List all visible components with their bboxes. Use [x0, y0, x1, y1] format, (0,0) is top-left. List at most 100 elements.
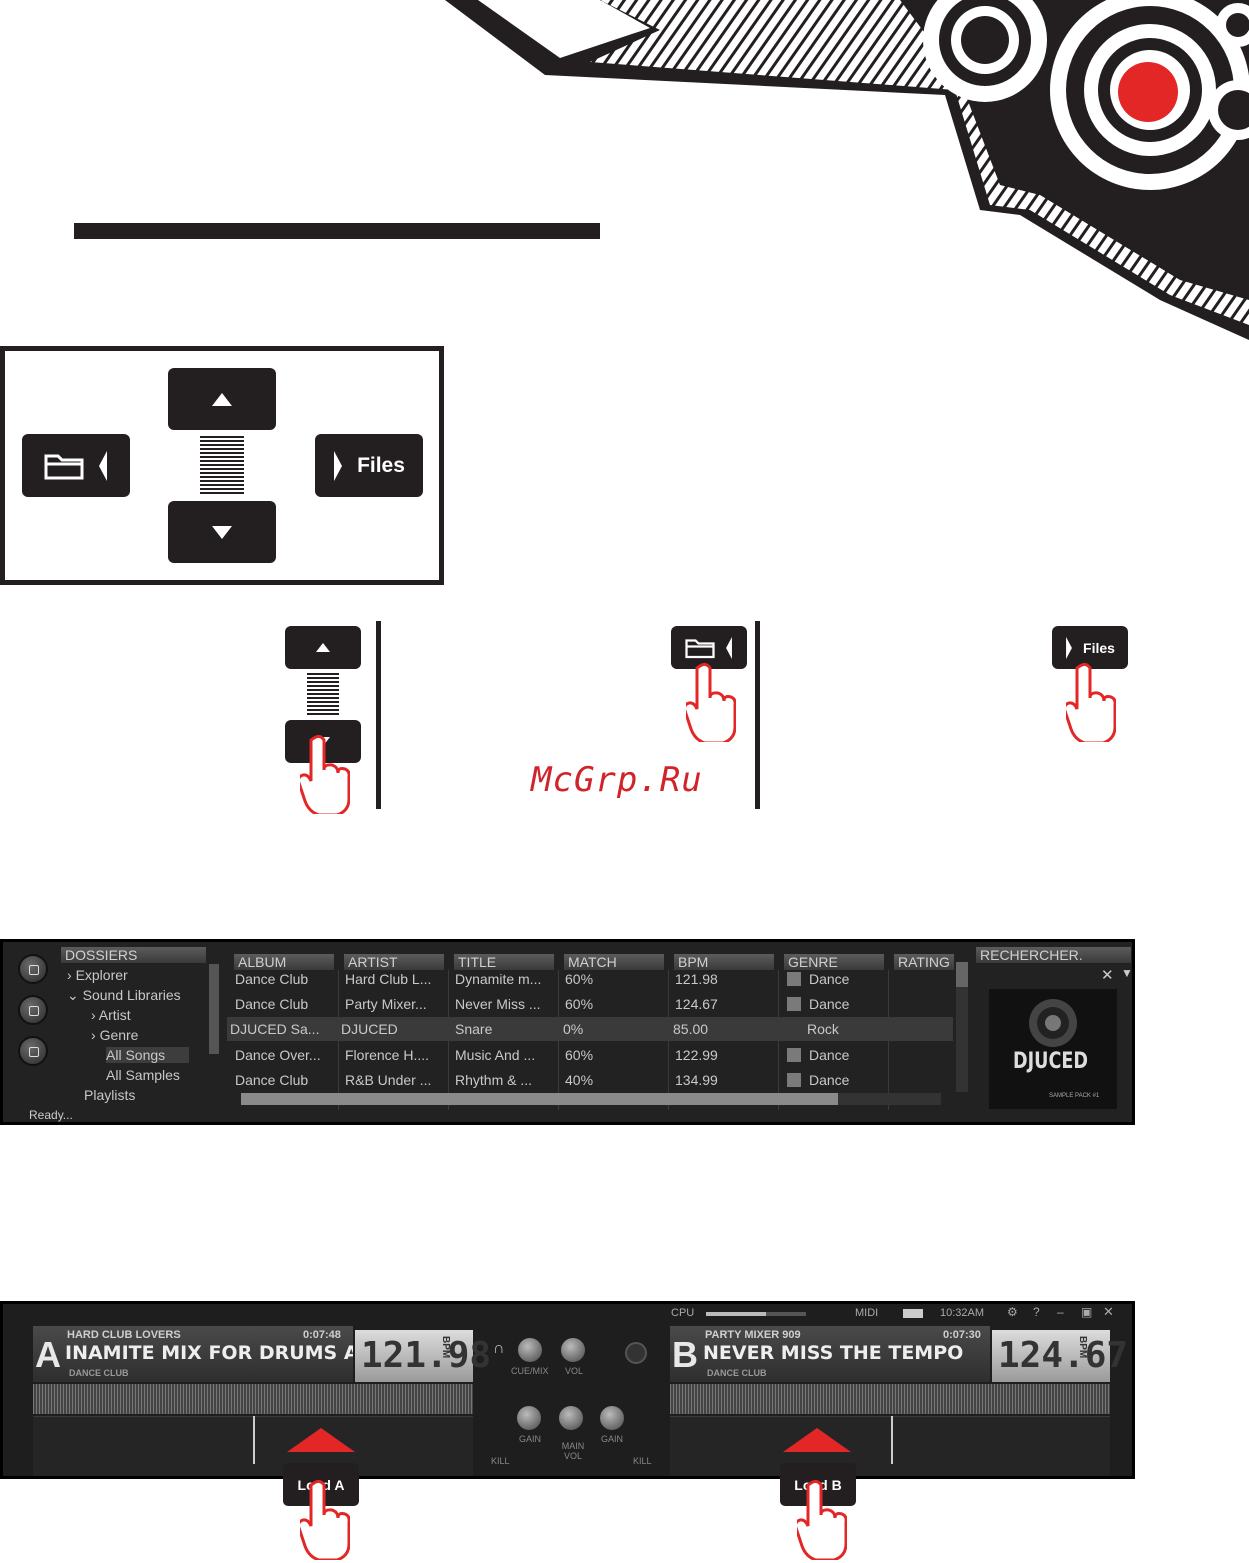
cell-genre: Dance	[787, 996, 887, 1012]
column-header-title[interactable]: TITLE	[454, 954, 554, 970]
deck-b-bpm: 124.67 BPM	[992, 1330, 1128, 1382]
right-pointer-icon	[334, 450, 343, 481]
column-header-artist[interactable]: ARTIST	[344, 954, 444, 970]
table-row[interactable]: Dance Club Party Mixer... Never Miss ...…	[227, 992, 953, 1016]
tree-item-explorer[interactable]: › Explorer	[67, 967, 128, 983]
table-row-selected[interactable]: DJUCED Sa... DJUCED Snare 0% 85.00 Rock	[227, 1017, 953, 1041]
deck-b-overview-waveform[interactable]	[670, 1384, 1110, 1414]
tree-item-artist[interactable]: › Artist	[91, 1007, 131, 1023]
kill-right-label: KILL	[633, 1456, 652, 1466]
files-button[interactable]: Files	[315, 434, 423, 497]
files-button-label: Files	[1083, 639, 1115, 656]
browse-up-button[interactable]	[168, 368, 276, 430]
left-pointer-icon	[99, 450, 107, 481]
table-row[interactable]: Dance Over... Florence H.... Music And .…	[227, 1043, 953, 1067]
browser-nav-button[interactable]	[18, 995, 48, 1025]
restore-icon[interactable]: ▣	[1081, 1305, 1093, 1319]
hand-pointer-icon	[300, 1479, 350, 1560]
step-up-button[interactable]	[285, 626, 361, 669]
deck-a-overview-waveform[interactable]	[33, 1384, 473, 1414]
filter-icon[interactable]: ▼	[1121, 966, 1133, 980]
up-arrow-icon	[316, 643, 330, 652]
cue-mix-knob[interactable]	[518, 1338, 542, 1362]
step-encoder-wheel	[307, 673, 339, 715]
column-header-match[interactable]: MATCH	[564, 954, 664, 970]
logo-text: DJUCED	[1013, 1049, 1088, 1074]
deck-b-genre: DANCE CLUB	[707, 1368, 767, 1378]
tree-item-all-samples[interactable]: All Samples	[106, 1067, 180, 1083]
table-vertical-scrollbar[interactable]	[956, 962, 968, 1092]
main-volume-knob[interactable]	[559, 1406, 583, 1430]
help-icon[interactable]: ?	[1033, 1305, 1040, 1319]
tree-item-genre[interactable]: › Genre	[91, 1027, 139, 1043]
cell-genre: Rock	[807, 1021, 907, 1037]
tree-item-all-songs[interactable]: All Songs	[106, 1047, 189, 1063]
column-header-rating[interactable]: RATING	[894, 954, 954, 970]
tree-item-playlists[interactable]: Playlists	[84, 1087, 136, 1103]
gain-right-label: GAIN	[601, 1434, 624, 1444]
step-folder-button[interactable]	[671, 626, 747, 669]
table-row[interactable]: Dance Club R&B Under ... Rhythm & ... 40…	[227, 1068, 953, 1092]
bpm-unit: BPM	[1077, 1336, 1088, 1359]
cell-match: 60%	[565, 971, 594, 987]
settings-icon[interactable]: ⚙	[1007, 1305, 1018, 1319]
cell-bpm: 121.98	[675, 971, 718, 987]
cell-artist: Party Mixer...	[345, 996, 427, 1012]
logo-subtitle: SAMPLE PACK #1	[1049, 1093, 1100, 1099]
folder-button[interactable]	[22, 434, 130, 497]
deck-b-letter: B	[672, 1334, 698, 1375]
cell-artist: R&B Under ...	[345, 1072, 432, 1088]
cpu-meter	[706, 1312, 806, 1316]
divider-1	[376, 621, 381, 809]
cell-artist: DJUCED	[341, 1021, 398, 1037]
cell-match: 40%	[565, 1072, 594, 1088]
tree-scrollbar[interactable]	[209, 964, 219, 1054]
deck-b-cue-marker	[891, 1416, 893, 1464]
cell-album: Dance Club	[235, 971, 309, 987]
load-a-arrow-icon	[287, 1428, 355, 1452]
table-row[interactable]: Dance Club Hard Club L... Dynamite m... …	[227, 967, 953, 991]
step-files-button[interactable]: Files	[1052, 626, 1128, 669]
hand-pointer-icon	[1066, 662, 1116, 742]
record-button[interactable]	[625, 1342, 647, 1364]
close-icon[interactable]: ✕	[1103, 1304, 1114, 1319]
deck-a-title: INAMITE MIX FOR DRUMS A	[65, 1342, 353, 1364]
cell-match: 60%	[565, 1047, 594, 1063]
headphone-icon[interactable]: ∩	[493, 1340, 505, 1357]
genre-label: Dance	[809, 1072, 850, 1088]
tree-item-sound-libraries[interactable]: ⌄ Sound Libraries	[67, 987, 181, 1003]
gain-left-knob[interactable]	[517, 1406, 541, 1430]
gain-left-label: GAIN	[519, 1434, 542, 1444]
down-arrow-icon	[212, 525, 232, 539]
cpu-label: CPU	[671, 1307, 695, 1319]
minimize-icon[interactable]: –	[1057, 1305, 1064, 1319]
folders-header: DOSSIERS	[61, 947, 206, 963]
cell-album: Dance Club	[235, 996, 309, 1012]
genre-swatch	[787, 972, 801, 986]
midi-indicator	[903, 1309, 923, 1318]
table-horizontal-scrollbar[interactable]	[241, 1093, 941, 1105]
browser-nav-button[interactable]	[18, 954, 48, 984]
search-header: RECHERCHER.	[976, 947, 1131, 963]
encoder-wheel[interactable]	[200, 436, 244, 494]
browser-nav-button[interactable]	[18, 1036, 48, 1066]
kill-left-label: KILL	[491, 1456, 510, 1466]
right-pointer-icon	[1066, 636, 1072, 659]
genre-label: Dance	[809, 996, 850, 1012]
software-browser-panel: DOSSIERS › Explorer ⌄ Sound Libraries › …	[0, 939, 1135, 1125]
deck-b-beat-grid[interactable]	[670, 1416, 1110, 1476]
volume-knob[interactable]	[561, 1338, 585, 1362]
vinyl-icon	[1029, 999, 1077, 1047]
deck-b-title: NEVER MISS THE TEMPO	[703, 1342, 964, 1364]
genre-label: Rock	[807, 1021, 839, 1037]
software-decks-panel: CPU MIDI 10:32AM ⚙ ? – ▣ ✕ A HARD CLUB L…	[0, 1301, 1135, 1479]
hand-pointer-icon	[797, 1479, 847, 1560]
deck-a-bpm-value: 121.98	[361, 1335, 492, 1376]
column-header-album[interactable]: ALBUM	[234, 954, 334, 970]
gain-right-knob[interactable]	[600, 1406, 624, 1430]
column-header-genre[interactable]: GENRE	[784, 954, 884, 970]
close-icon[interactable]: ✕	[1101, 967, 1114, 984]
column-header-bpm[interactable]: BPM	[674, 954, 774, 970]
browse-down-button[interactable]	[168, 501, 276, 563]
main-volume-label: MAIN VOL	[561, 1441, 585, 1461]
